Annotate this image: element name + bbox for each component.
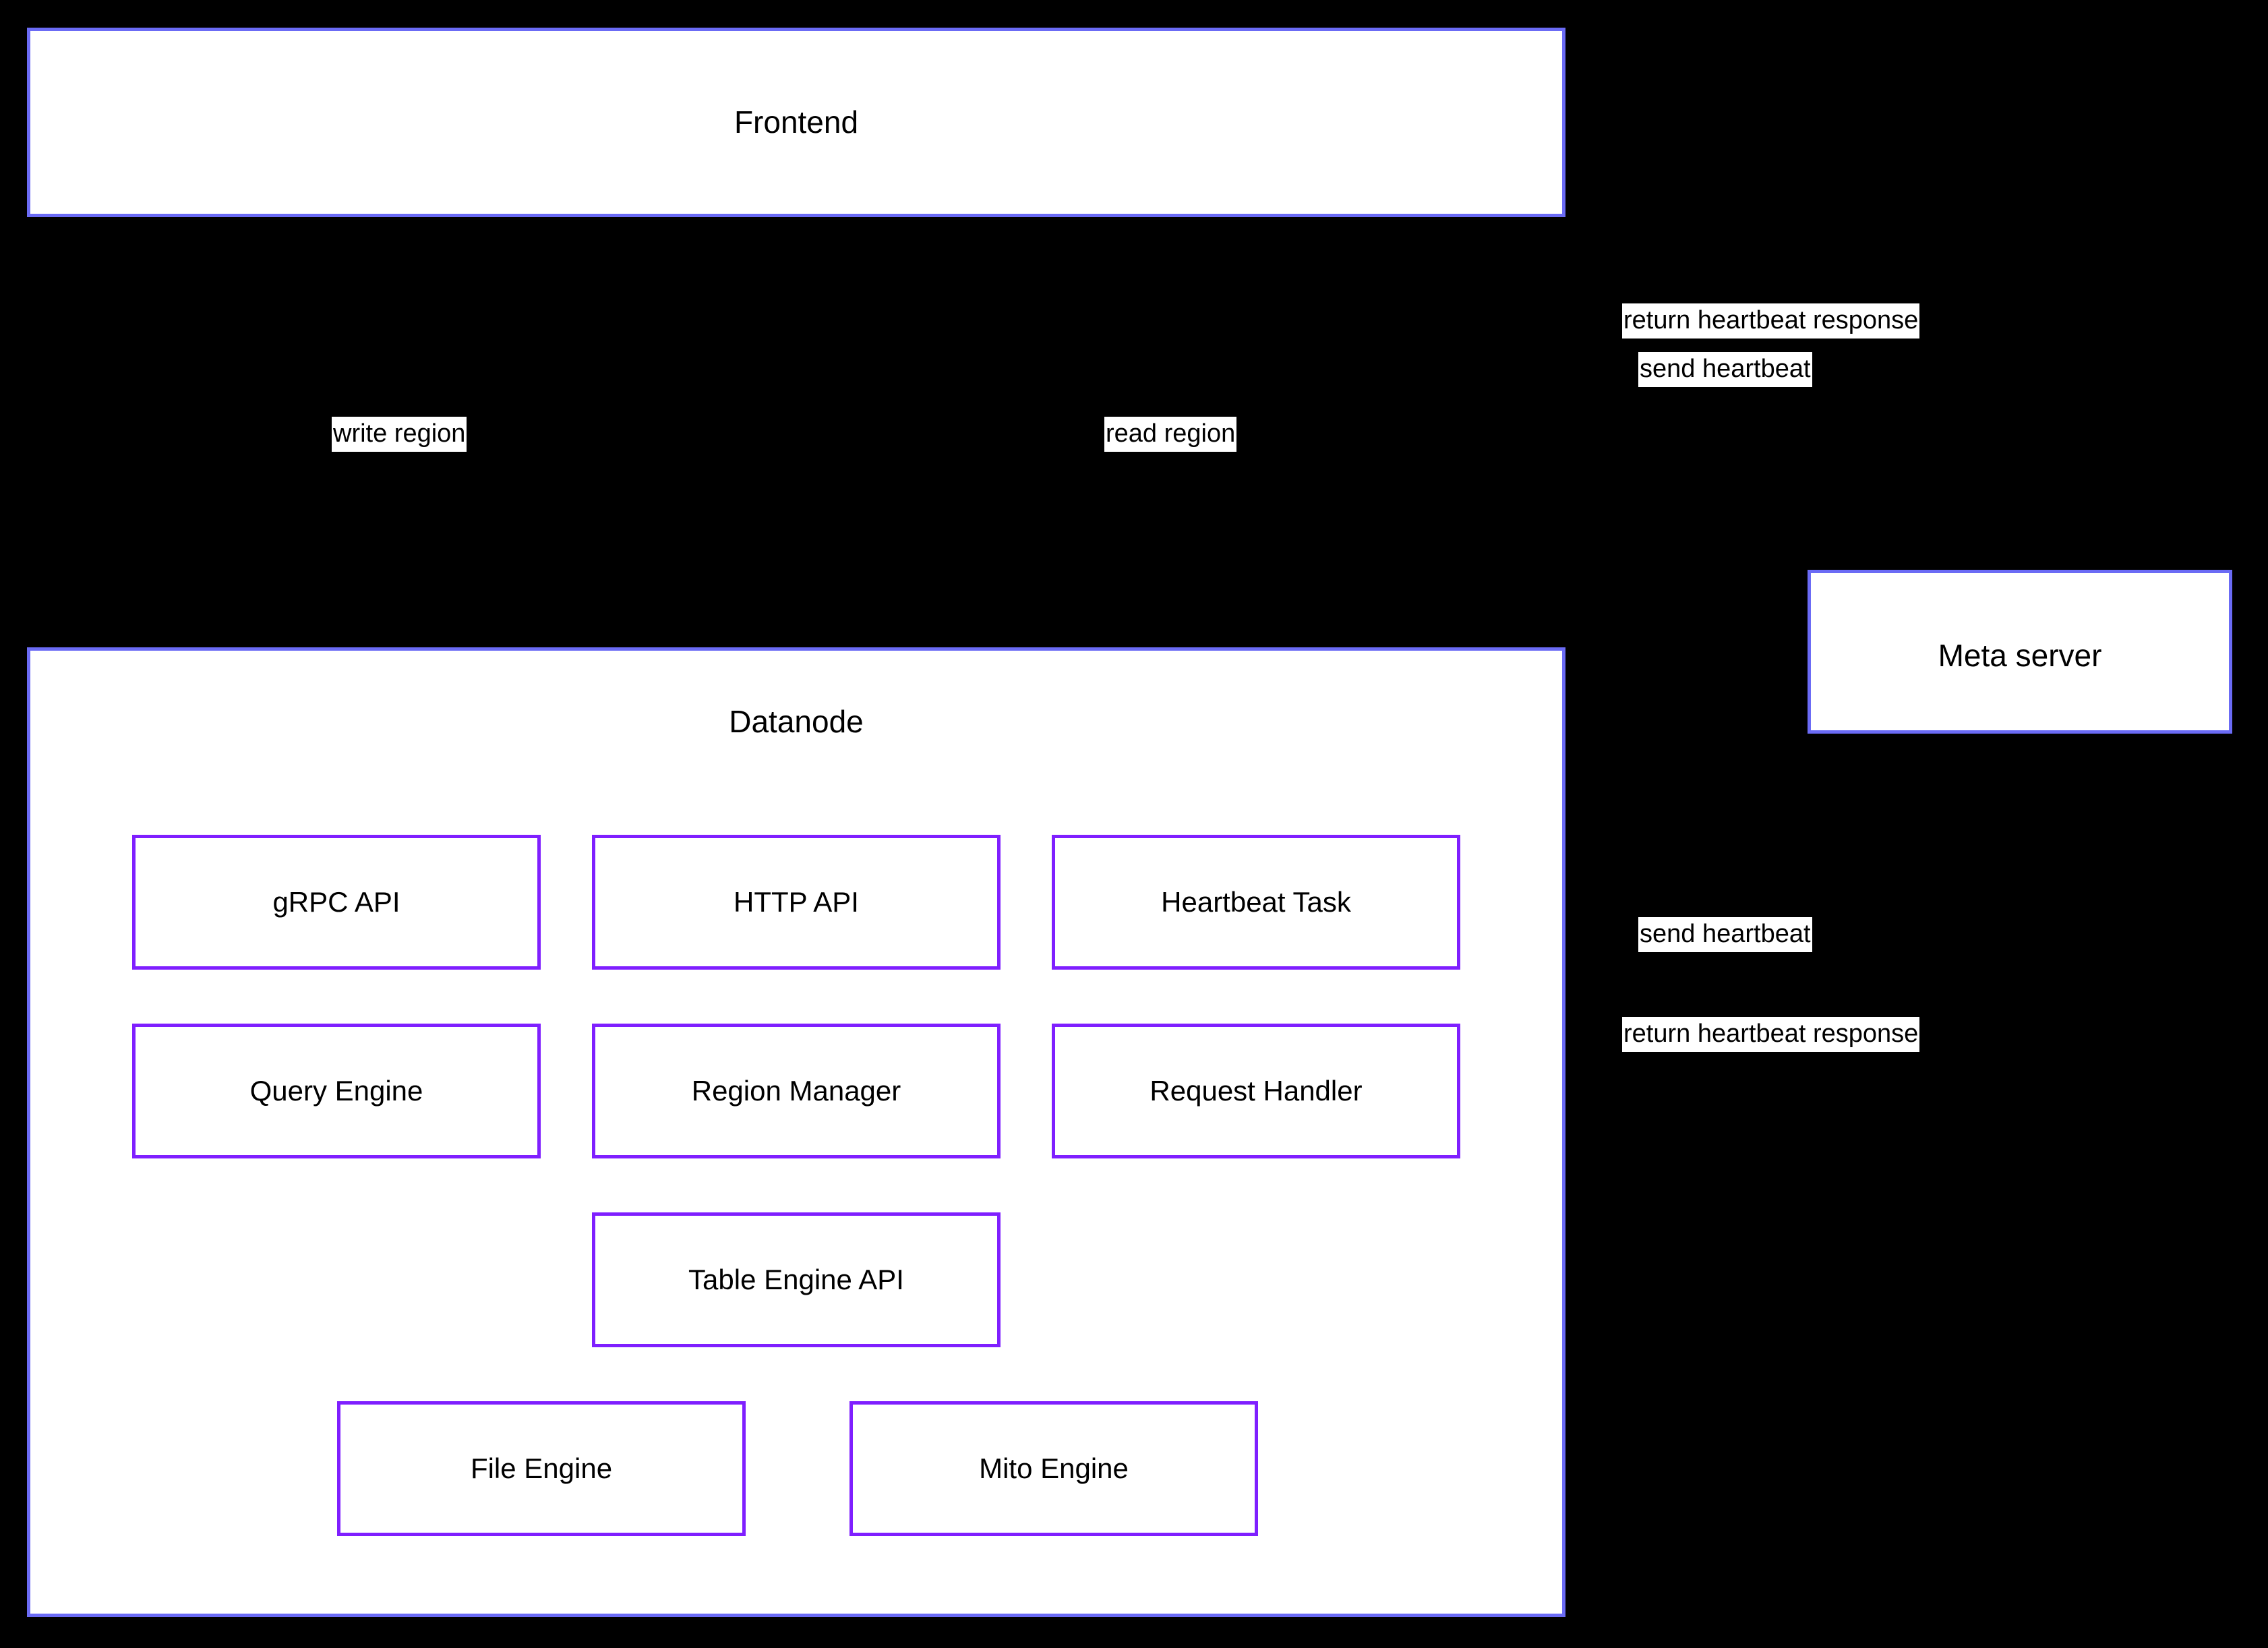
frontend-container[interactable]: Frontend: [27, 28, 1565, 217]
request-handler-box[interactable]: Request Handler: [1052, 1024, 1460, 1158]
heartbeat-task-label: Heartbeat Task: [1161, 885, 1351, 918]
mito-engine-box[interactable]: Mito Engine: [849, 1401, 1258, 1536]
edge-label-read-region: read region: [1104, 417, 1237, 452]
region-manager-box[interactable]: Region Manager: [592, 1024, 1001, 1158]
query-engine-label: Query Engine: [249, 1074, 423, 1107]
grpc-api-label: gRPC API: [272, 885, 400, 918]
region-manager-label: Region Manager: [691, 1074, 901, 1107]
file-engine-box[interactable]: File Engine: [337, 1401, 746, 1536]
http-api-label: HTTP API: [734, 885, 859, 918]
connector-meta-to-frontend-response: [1563, 107, 2021, 570]
edge-label-write-region: write region: [332, 417, 467, 452]
query-engine-box[interactable]: Query Engine: [132, 1024, 541, 1158]
table-engine-api-label: Table Engine API: [688, 1263, 904, 1295]
grpc-api-box[interactable]: gRPC API: [132, 835, 541, 970]
mito-engine-label: Mito Engine: [979, 1452, 1129, 1484]
edge-label-send-heartbeat-bottom: send heartbeat: [1638, 917, 1812, 952]
meta-server-title: Meta server: [1938, 638, 2102, 673]
table-engine-api-box[interactable]: Table Engine API: [592, 1212, 1001, 1347]
heartbeat-task-box[interactable]: Heartbeat Task: [1052, 835, 1460, 970]
frontend-title: Frontend: [734, 105, 859, 140]
datanode-title: Datanode: [729, 704, 864, 739]
http-api-box[interactable]: HTTP API: [592, 835, 1001, 970]
meta-server-container[interactable]: Meta server: [1808, 570, 2232, 734]
edge-label-send-heartbeat-top: send heartbeat: [1638, 352, 1812, 387]
request-handler-label: Request Handler: [1150, 1074, 1363, 1107]
edge-label-return-heartbeat-response-top: return heartbeat response: [1622, 303, 1920, 339]
edge-label-return-heartbeat-response-bottom: return heartbeat response: [1622, 1017, 1920, 1052]
file-engine-label: File Engine: [470, 1452, 613, 1484]
